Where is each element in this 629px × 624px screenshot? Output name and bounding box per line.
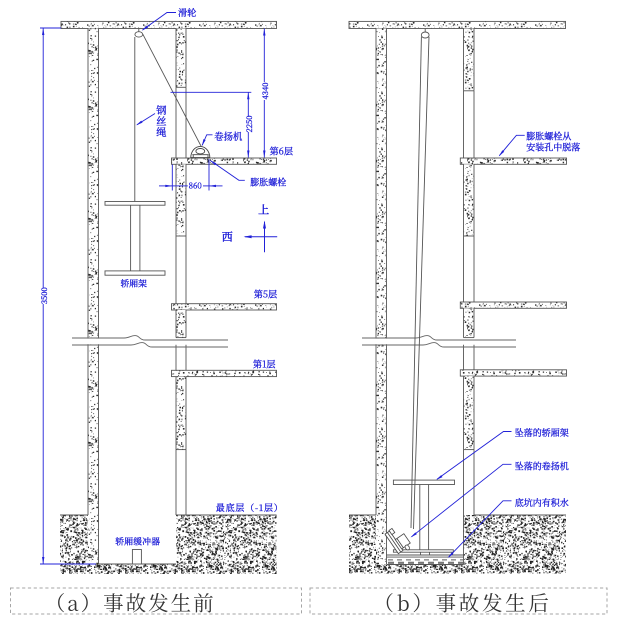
svg-text:2250: 2250	[244, 116, 255, 133]
svg-text:（b）事故发生后: （b）事故发生后	[373, 587, 551, 617]
svg-text:4340: 4340	[260, 83, 271, 100]
svg-text:钢: 钢	[156, 102, 166, 117]
svg-text:膨胀螺栓: 膨胀螺栓	[250, 175, 286, 188]
svg-text:第1层: 第1层	[253, 357, 277, 371]
svg-text:（a）事故发生前: （a）事故发生前	[45, 587, 216, 617]
svg-text:西: 西	[222, 229, 233, 245]
svg-text:膨胀螺栓从: 膨胀螺栓从	[526, 130, 571, 143]
svg-text:卷扬机: 卷扬机	[214, 129, 243, 143]
svg-text:上: 上	[258, 201, 269, 217]
svg-text:底坑内有积水: 底坑内有积水	[515, 496, 569, 509]
svg-text:坠落的轿厢架: 坠落的轿厢架	[515, 426, 569, 439]
svg-text:第5层: 第5层	[254, 287, 278, 301]
svg-text:3500: 3500	[39, 287, 50, 304]
svg-text:860: 860	[189, 180, 202, 191]
svg-text:绳: 绳	[156, 124, 166, 139]
svg-text:丝: 丝	[156, 113, 166, 128]
svg-text:第6层: 第6层	[270, 144, 294, 158]
svg-text:坠落的卷扬机: 坠落的卷扬机	[515, 459, 569, 472]
svg-text:安装孔中脱落: 安装孔中脱落	[526, 140, 580, 153]
svg-text:滑轮: 滑轮	[178, 5, 196, 19]
svg-text:轿厢缓冲器: 轿厢缓冲器	[115, 534, 160, 547]
svg-text:轿厢架: 轿厢架	[121, 276, 148, 289]
svg-text:最底层（-1层）: 最底层（-1层）	[216, 501, 284, 514]
